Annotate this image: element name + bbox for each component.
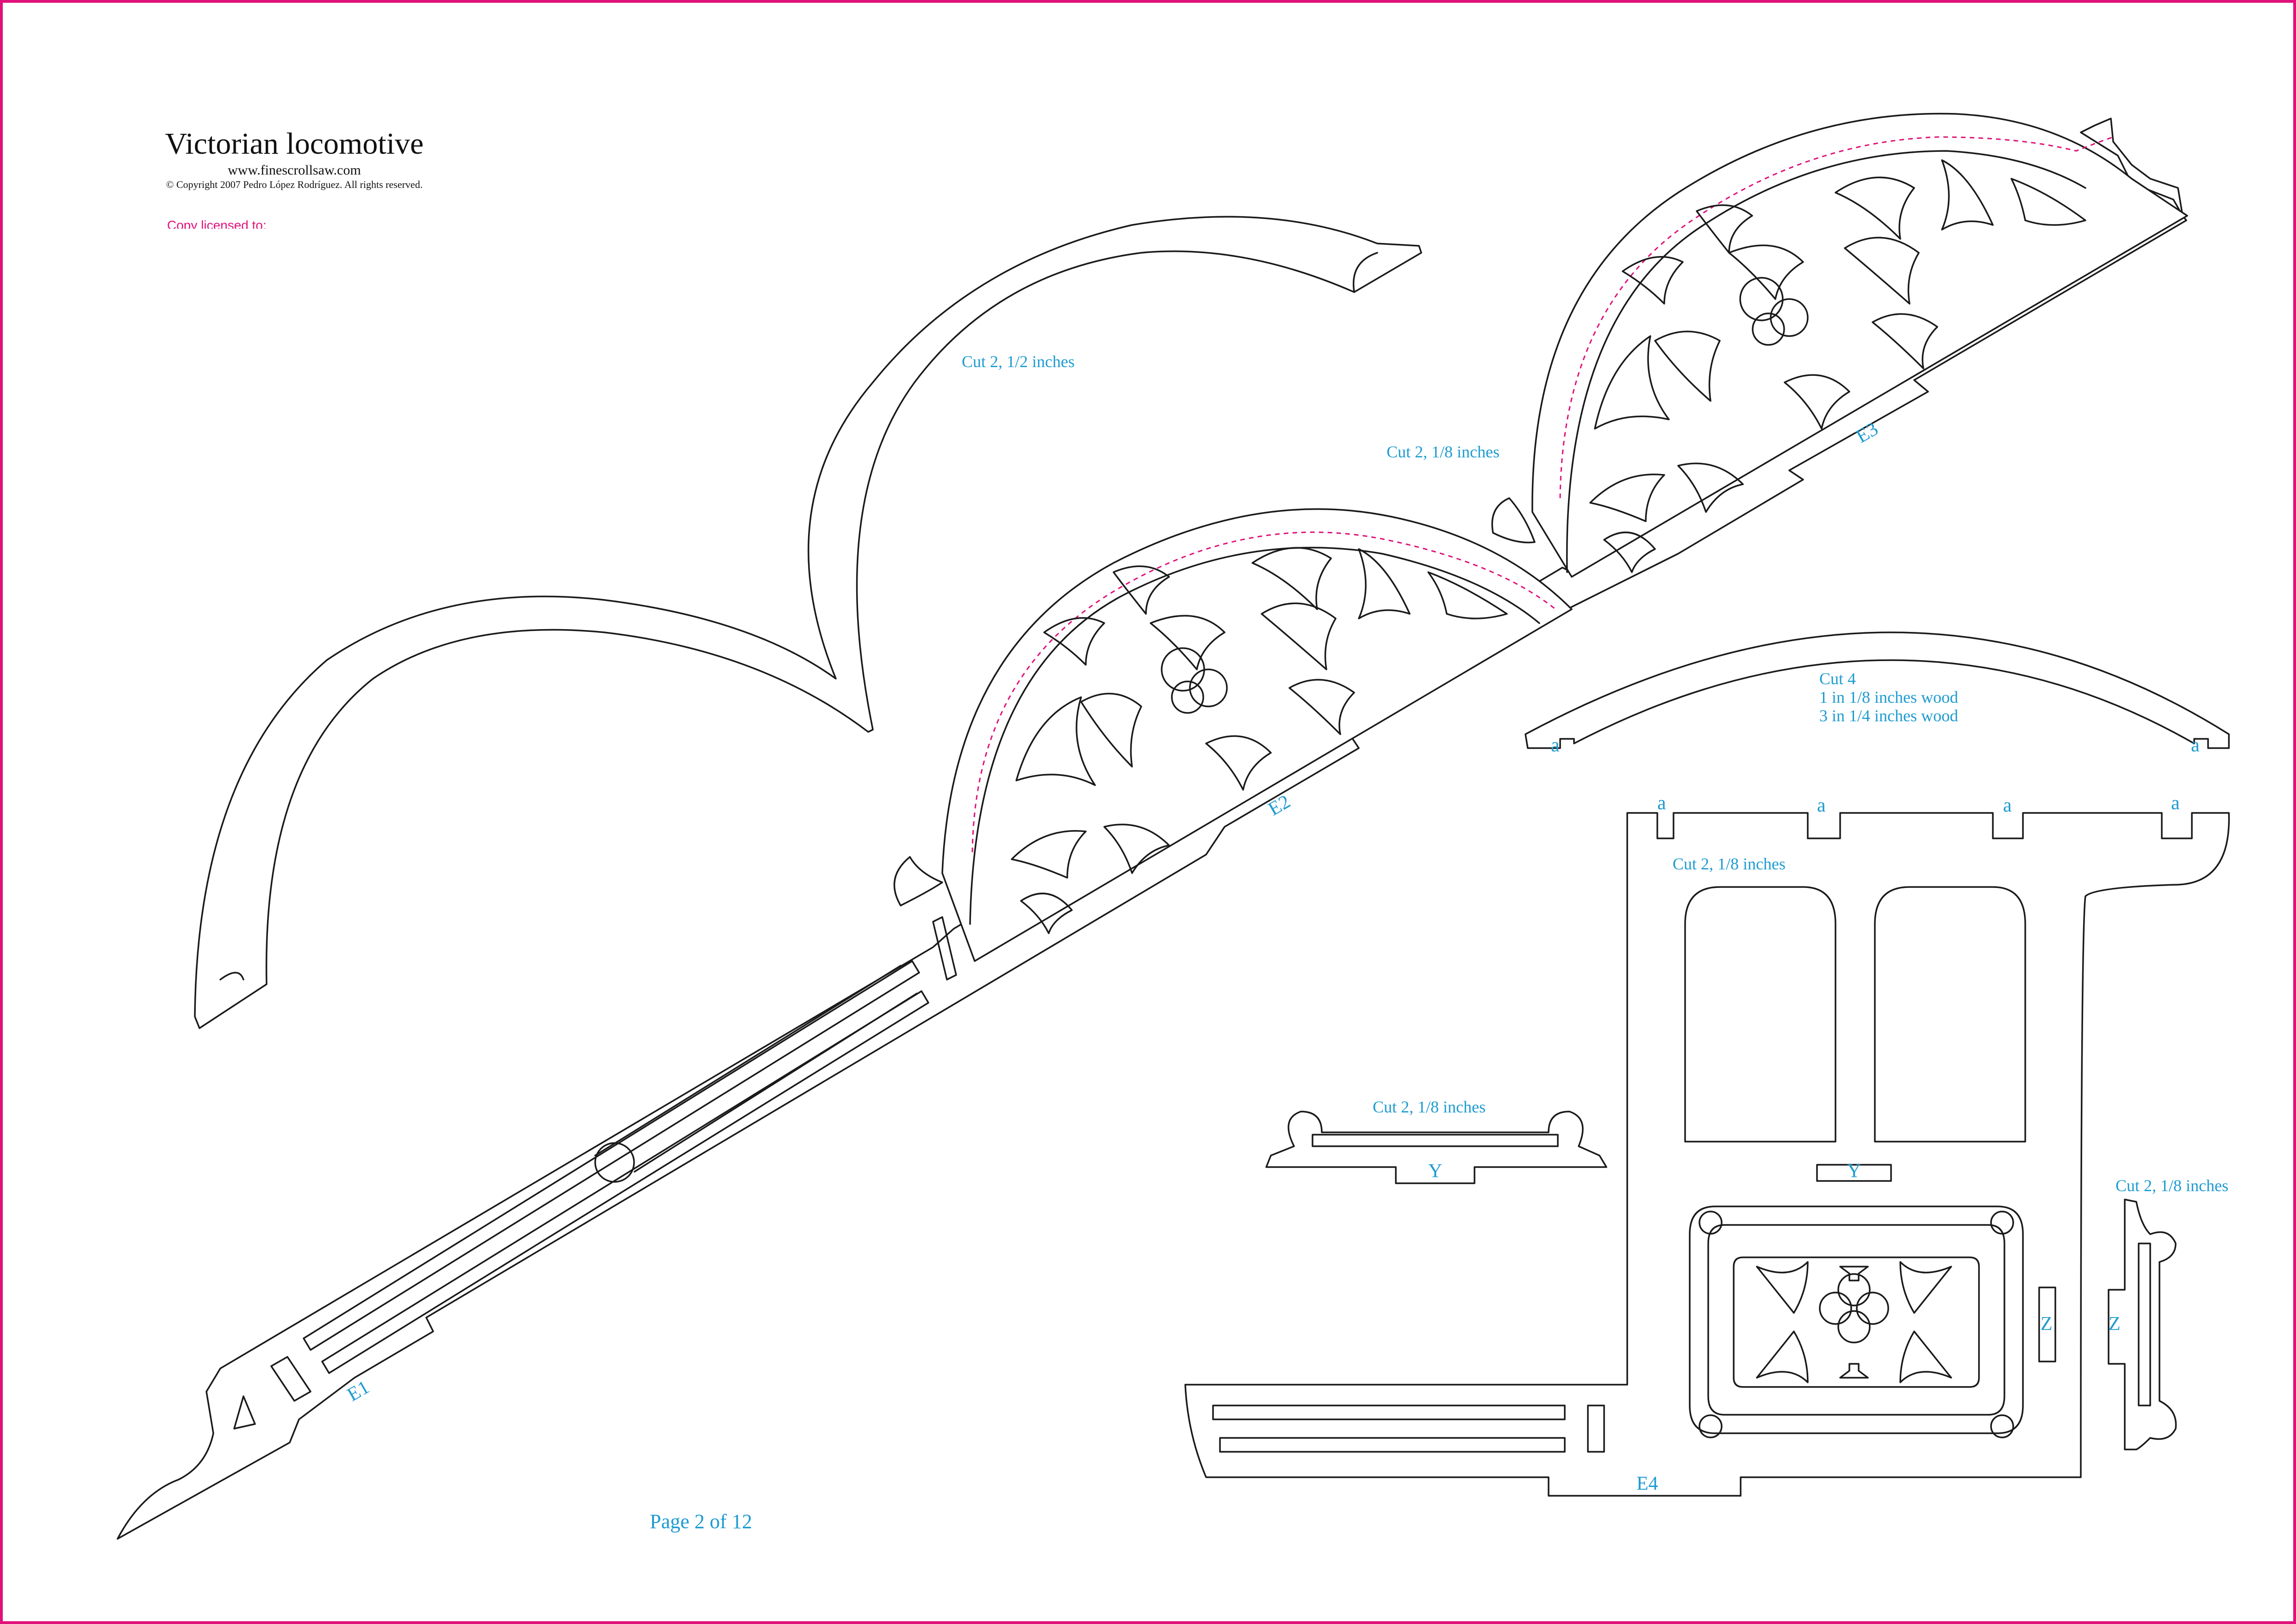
part-label-e4: E4 bbox=[1636, 1473, 1658, 1494]
cut-label-e4: Cut 2, 1/8 inches bbox=[1673, 855, 1786, 873]
part-label-y: Y bbox=[1847, 1161, 1861, 1182]
tab-label-a: a bbox=[2171, 793, 2180, 814]
tab-label-a: a bbox=[1817, 795, 1826, 816]
tab-label-a: a bbox=[1551, 735, 1560, 756]
tab-label-a: a bbox=[2191, 735, 2200, 756]
pattern-drawing bbox=[117, 112, 2230, 1540]
cut-label-half-inch: Cut 2, 1/2 inches bbox=[962, 352, 1075, 371]
part-e3-arch bbox=[1531, 112, 2188, 578]
part-cut4-arc bbox=[1524, 631, 2230, 749]
website: www.finescrollsaw.com bbox=[228, 162, 361, 178]
part-label-z: Z bbox=[2041, 1313, 2053, 1335]
title-block: Victorian locomotive www.finescrollsaw.c… bbox=[118, 125, 470, 191]
cut-label-cut4: Cut 4 1 in 1/8 inches wood 3 in 1/4 inch… bbox=[1819, 669, 1958, 725]
page-number: Page 2 of 12 bbox=[650, 1510, 753, 1533]
arch-half-inch bbox=[194, 216, 1422, 1029]
copyright: © Copyright 2007 Pedro López Rodríguez. … bbox=[166, 179, 423, 190]
part-z-strip bbox=[2108, 1199, 2177, 1450]
part-e2-arch bbox=[941, 508, 1573, 962]
tab-label-a: a bbox=[1657, 793, 1666, 814]
part-label-z: Z bbox=[2109, 1313, 2121, 1335]
part-label-y: Y bbox=[1428, 1161, 1443, 1182]
cut4-line1: 1 in 1/8 inches wood bbox=[1819, 688, 1958, 706]
part-e4-frame bbox=[1184, 812, 2230, 1497]
cut-label-y: Cut 2, 1/8 inches bbox=[1373, 1098, 1486, 1116]
part-y-strip bbox=[1265, 1111, 1607, 1184]
cut-label-e-arch: Cut 2, 1/8 inches bbox=[1387, 443, 1500, 461]
license-note: Copy licensed to: bbox=[167, 219, 267, 229]
cut-label-z: Cut 2, 1/8 inches bbox=[2116, 1176, 2228, 1195]
cut4-line2: 3 in 1/4 inches wood bbox=[1819, 706, 1958, 725]
tab-label-a: a bbox=[2003, 795, 2012, 816]
page-title: Victorian locomotive bbox=[165, 127, 424, 161]
cut4-title: Cut 4 bbox=[1819, 669, 1856, 688]
